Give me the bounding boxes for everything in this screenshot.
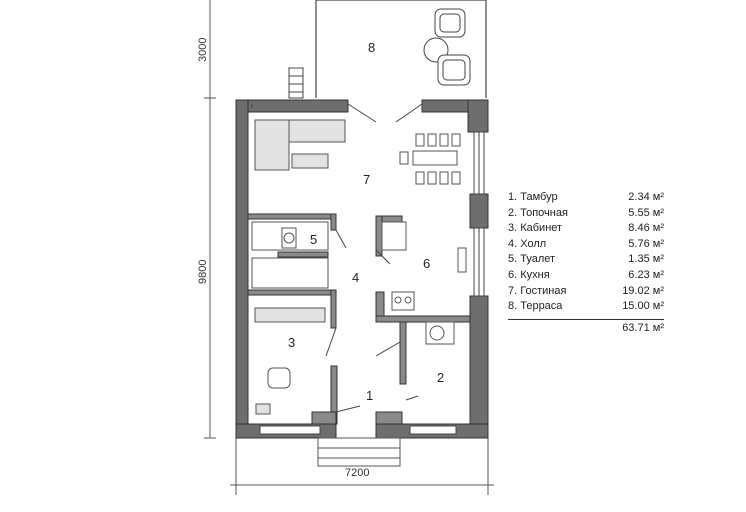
legend-room-name: 4. Холл bbox=[508, 237, 547, 250]
room-number-4: 4 bbox=[352, 270, 359, 285]
legend-room-name: 3. Кабинет bbox=[508, 222, 563, 235]
room-number-5: 5 bbox=[310, 232, 317, 247]
room-number-2: 2 bbox=[437, 370, 444, 385]
legend-room-name: 5. Туалет bbox=[508, 253, 556, 266]
legend-row: 4. Холл 5.76 м² bbox=[508, 237, 664, 253]
legend-room-area: 5.55 м² bbox=[628, 206, 664, 219]
legend-row: 7. Гостиная 19.02 м² bbox=[508, 284, 664, 300]
legend-row: 2. Топочная 5.55 м² bbox=[508, 206, 664, 222]
legend-room-area: 2.34 м² bbox=[628, 191, 664, 203]
legend-room-name: 8. Терраса bbox=[508, 300, 563, 313]
room-legend: 1. Тамбур 2.34 м² 2. Топочная 5.55 м² 3. К… bbox=[508, 190, 664, 334]
legend-room-name: 7. Гостиная bbox=[508, 284, 567, 297]
legend-room-area: 6.23 м² bbox=[628, 268, 664, 281]
legend-room-area: 1.35 м² bbox=[628, 253, 664, 266]
legend-room-area: 5.76 м² bbox=[628, 237, 664, 250]
interior-walls bbox=[247, 213, 471, 425]
legend-room-area: 15.00 м² bbox=[622, 300, 664, 313]
legend-row: 8. Терраса 15.00 м² bbox=[508, 299, 664, 315]
room-number-8: 8 bbox=[368, 40, 375, 55]
windows bbox=[251, 104, 485, 435]
legend-room-area: 8.46 м² bbox=[628, 222, 664, 235]
furniture bbox=[251, 119, 467, 467]
legend-total-area: 63.71 м² bbox=[622, 321, 664, 334]
room-number-3: 3 bbox=[288, 335, 295, 350]
terrace bbox=[315, 0, 487, 98]
dimension-lines bbox=[204, 0, 494, 495]
room-number-7: 7 bbox=[363, 172, 370, 187]
dim-left-side: 9800 bbox=[197, 260, 209, 284]
doors bbox=[325, 103, 423, 413]
legend-room-area: 19.02 м² bbox=[622, 284, 664, 297]
legend-row: 3. Кабинет 8.46 м² bbox=[508, 221, 664, 237]
room-number-1: 1 bbox=[366, 388, 373, 403]
legend-room-name: 2. Топочная bbox=[508, 206, 568, 219]
dim-bottom: 7200 bbox=[345, 467, 369, 479]
terrace-furniture bbox=[423, 8, 471, 86]
dim-top-side: 3000 bbox=[197, 38, 209, 62]
room-number-6: 6 bbox=[423, 256, 430, 271]
legend-room-name: 6. Кухня bbox=[508, 268, 550, 281]
legend-row: 6. Кухня 6.23 м² bbox=[508, 268, 664, 284]
legend-room-name: 1. Тамбур bbox=[508, 191, 558, 203]
legend-row: 1. Тамбур 2.34 м² bbox=[508, 190, 664, 206]
terrace-step bbox=[288, 67, 304, 99]
legend-total: 63.71 м² bbox=[508, 318, 664, 334]
legend-row: 5. Туалет 1.35 м² bbox=[508, 252, 664, 268]
exterior-walls bbox=[235, 99, 489, 439]
